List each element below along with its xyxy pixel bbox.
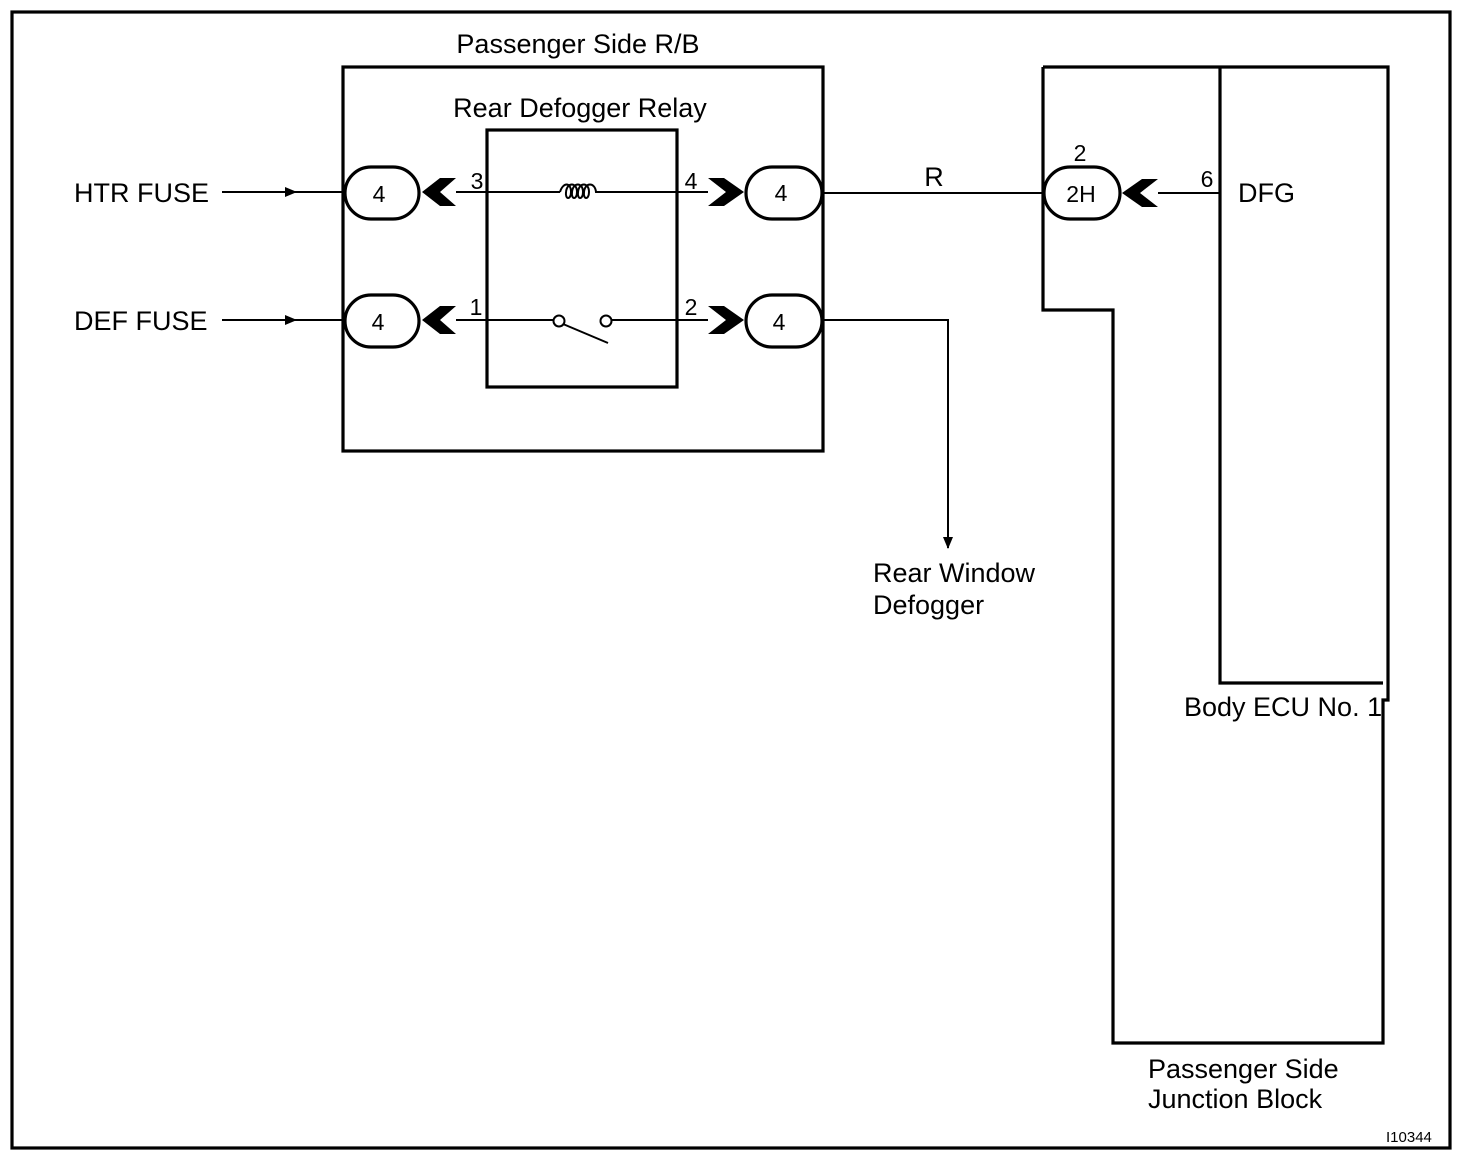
terminal-chevron-3 [422, 178, 456, 206]
connector-2h-label: 2H [1066, 181, 1095, 207]
connector-htr-out-label: 4 [775, 180, 788, 206]
junction-block-label-line2: Junction Block [1148, 1084, 1323, 1114]
switch-arm [562, 323, 609, 344]
body-ecu-box [1218, 67, 1383, 685]
pin-4: 4 [685, 168, 698, 194]
connector-2h: 2H [1042, 165, 1122, 221]
switch-contact-right [599, 314, 613, 328]
def-fuse-label: DEF FUSE [74, 306, 208, 336]
connector-htr-in: 4 [343, 165, 421, 221]
junction-block-label-line1: Passenger Side [1148, 1054, 1339, 1084]
figure-id: I10344 [1386, 1129, 1432, 1146]
ecu-pin-6: 6 [1201, 166, 1214, 192]
pin-1: 1 [470, 294, 483, 320]
terminal-chevron-jb [1122, 179, 1158, 207]
switch-contact-left [552, 314, 566, 328]
defogger-wire [822, 319, 953, 549]
connector-htr-out: 4 [744, 165, 824, 221]
pin-2: 2 [685, 294, 698, 320]
terminal-chevron-2 [708, 306, 744, 334]
connector-def-in-label: 4 [372, 309, 385, 335]
relay-box [485, 128, 679, 389]
connector-def-in: 4 [343, 293, 421, 349]
terminal-chevron-1 [422, 306, 456, 334]
relay-block-title: Passenger Side R/B [456, 29, 699, 59]
body-ecu-label: Body ECU No. 1 [1184, 692, 1382, 722]
relay-coil [559, 183, 604, 199]
outer-frame [10, 10, 1452, 1150]
defogger-label-line2: Defogger [873, 590, 984, 620]
wire-color-label: R [924, 162, 944, 192]
pin-3: 3 [471, 168, 484, 194]
connector-def-out: 4 [744, 293, 824, 349]
defogger-label-line1: Rear Window [873, 558, 1036, 588]
connector-def-out-label: 4 [773, 309, 786, 335]
connector-htr-in-label: 4 [373, 181, 386, 207]
terminal-chevron-4 [708, 178, 744, 206]
relay-block-box [341, 65, 825, 453]
relay-title: Rear Defogger Relay [453, 93, 707, 123]
jb-pin-2: 2 [1074, 140, 1087, 166]
htr-fuse-label: HTR FUSE [74, 178, 209, 208]
ecu-terminal-label: DFG [1238, 178, 1295, 208]
junction-block-box [1041, 65, 1390, 1045]
